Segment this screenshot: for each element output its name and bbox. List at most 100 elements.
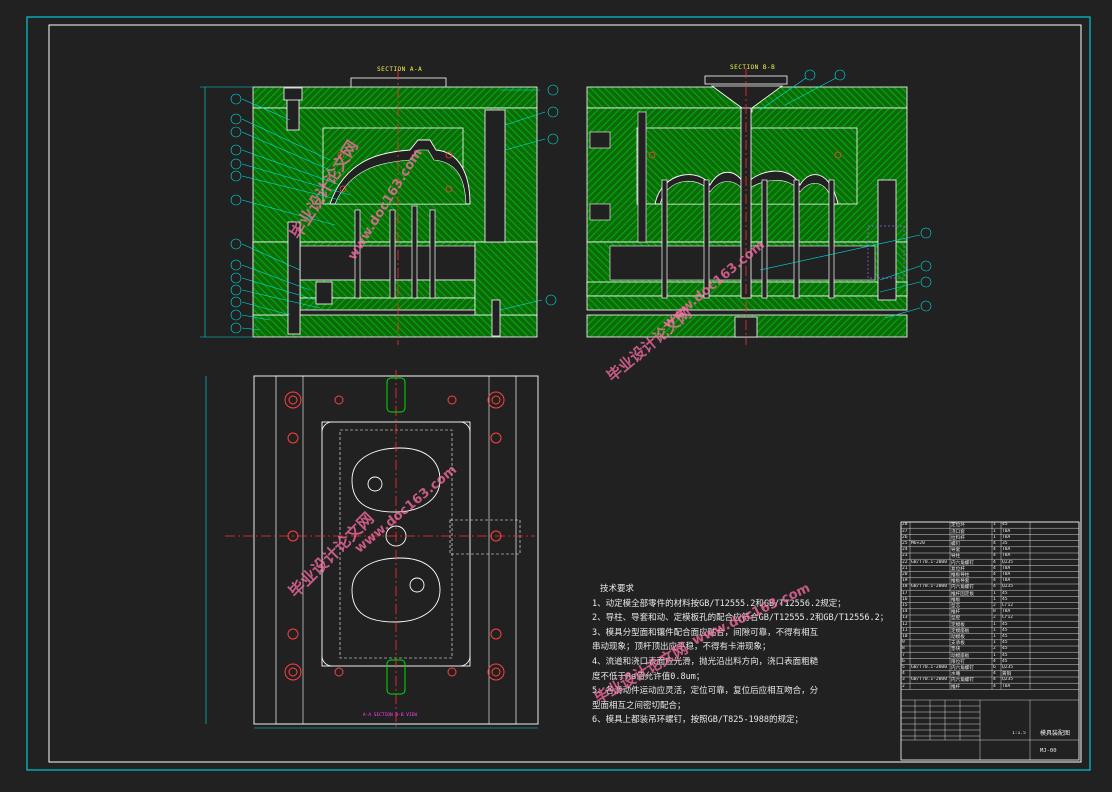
parts-list-cell: 2: [993, 603, 996, 608]
parts-list-cell: 垫块: [951, 647, 961, 653]
parts-list-cell: 15: [902, 603, 908, 608]
parts-list-cell: GB/T70.1-2000: [911, 665, 947, 670]
note-3: 3、模具分型面和镶件配合面应贴合，间隙可靠，不得有相互串动现象；顶杆顶出应平稳，…: [592, 627, 819, 653]
parts-list-cell: 28: [902, 522, 908, 528]
section-a-a-view: [200, 70, 559, 345]
plan-view-label: A-A SECTION B-B VIEW: [363, 712, 417, 718]
parts-list-cell: T8A: [1002, 534, 1011, 540]
parts-list-cell: 5: [902, 665, 905, 670]
parts-list-cell: 4: [993, 578, 996, 584]
parts-list-cell: 18: [902, 584, 908, 590]
parts-list-cell: 11: [902, 627, 908, 633]
parts-list-cell: 1: [993, 590, 996, 596]
parts-list-cell: 水嘴: [951, 672, 961, 678]
parts-list-cell: 推板导柱: [951, 573, 970, 578]
title-block: [900, 521, 1080, 761]
parts-list-cell: 19: [902, 578, 908, 584]
parts-list-cell: T8A: [1002, 609, 1011, 615]
parts-list-cell: 45: [1002, 621, 1008, 627]
parts-list-cell: 内六角螺钉: [951, 560, 974, 566]
parts-list-cell: 支承板: [951, 641, 965, 647]
parts-list-cell: 推杆: [951, 684, 961, 690]
parts-list-cell: 45: [1002, 627, 1008, 633]
drawing-number: MJ-00: [1040, 748, 1057, 754]
technical-notes-title: 技术要求: [600, 584, 635, 594]
parts-list-cell: Q235: [1002, 584, 1014, 590]
outer-frame: [26, 16, 1091, 771]
parts-list-cell: 定位环: [951, 523, 965, 529]
parts-list-cell: 螺钉: [951, 542, 961, 547]
parts-list-cell: T8A: [1002, 547, 1011, 553]
parts-list-cell: 定模板: [951, 622, 965, 628]
parts-list-cell: 23: [902, 553, 908, 559]
parts-list-cell: T8A: [1002, 553, 1011, 559]
parts-list-cell: 20: [902, 572, 908, 577]
parts-list-cell: 定模座板: [951, 628, 970, 634]
parts-list-cell: 10: [902, 634, 908, 639]
parts-list-cell: 3: [902, 677, 905, 683]
note-5: 5、各滑动件运动应灵活，定位可靠，复位后应相互吻合，分型面相互之间密切配合；: [592, 686, 819, 711]
parts-list-cell: 黄铜: [1002, 672, 1012, 678]
parts-list-cell: 4: [993, 658, 996, 664]
parts-list-cell: 35: [1002, 541, 1008, 546]
parts-list-cell: 4: [993, 584, 996, 590]
parts-list-cell: 1: [993, 621, 996, 627]
parts-list-cell: 4: [993, 572, 996, 577]
parts-list-cell: GB/T70.1-2000: [911, 677, 947, 683]
parts-list-cell: T8A: [1002, 565, 1011, 571]
parts-list-cell: 25: [902, 541, 908, 546]
parts-list-cell: 内六角螺钉: [951, 678, 974, 684]
parts-list-cell: 导柱: [951, 554, 961, 560]
parts-list-cell: 6: [902, 658, 905, 664]
parts-list-cell: 8: [993, 609, 996, 615]
parts-list-cell: 9: [902, 640, 905, 646]
parts-list-cell: 8: [902, 646, 905, 652]
parts-list-cell: 45: [1002, 652, 1008, 658]
parts-list-cell: 推杆固定板: [951, 591, 974, 597]
parts-list-cell: 4: [993, 565, 996, 571]
parts-list-cell: 4: [993, 547, 996, 553]
parts-list-cell: 1: [993, 634, 996, 639]
section-b-b-view: [586, 68, 932, 345]
parts-list-cell: 45: [1002, 596, 1008, 602]
parts-list-cell: 4: [993, 553, 996, 559]
parts-list-cell: 14: [902, 609, 908, 615]
parts-list-cell: 45: [1002, 634, 1008, 639]
parts-list-cell: Q235: [1002, 677, 1014, 683]
parts-list-cell: 1: [993, 522, 996, 528]
section-b-b-title: SECTION B-B: [730, 64, 776, 71]
parts-list-cell: 26: [902, 534, 908, 540]
parts-list-cell: 4: [902, 671, 905, 677]
parts-list-cell: GB/T70.1-2000: [911, 559, 947, 565]
parts-list-cell: 21: [902, 565, 908, 571]
parts-list-cell: 推板: [951, 597, 961, 603]
parts-list-cell: 动模板: [951, 635, 965, 640]
parts-list-cell: M6×20: [911, 541, 925, 546]
parts-list-cell: 13: [902, 615, 908, 621]
parts-list-cell: 型腔: [951, 616, 961, 622]
parts-list-cell: 6: [993, 665, 996, 670]
parts-list-cell: 22: [902, 559, 908, 565]
parts-list-cell: 导套: [951, 548, 961, 554]
parts-list-cell: 1: [993, 534, 996, 540]
parts-list-cell: 拉料杆: [951, 535, 965, 541]
parts-list-cell: 1: [993, 596, 996, 602]
parts-list-cell: 推板导套: [951, 579, 970, 585]
parts-list-cell: 45: [1002, 590, 1008, 596]
parts-list-cell: 45: [1002, 640, 1008, 646]
parts-list-cell: 4: [993, 671, 996, 677]
parts-list-cell: 45: [1002, 522, 1008, 528]
parts-list-cell: 1: [993, 652, 996, 658]
parts-list-cell: 1: [993, 528, 996, 534]
parts-list-cell: 内六角螺钉: [951, 585, 974, 591]
parts-list-cell: T8A: [1002, 578, 1011, 584]
parts-list-cell: 复位杆: [951, 566, 965, 572]
parts-list-cell: Q235: [1002, 559, 1014, 565]
parts-list-cell: 动模座板: [951, 653, 970, 659]
parts-list-cell: 2: [902, 683, 905, 689]
parts-list-cell: 浇口套: [951, 529, 965, 535]
parts-list-cell: T8A: [1002, 683, 1011, 689]
drawing-scale: 1:1.5: [1012, 731, 1026, 736]
note-2: 2、导柱、导套和动、定模板孔的配合应符合GB/T12555.2和GB/T1255…: [592, 613, 889, 624]
parts-list-cell: 2: [993, 615, 996, 621]
